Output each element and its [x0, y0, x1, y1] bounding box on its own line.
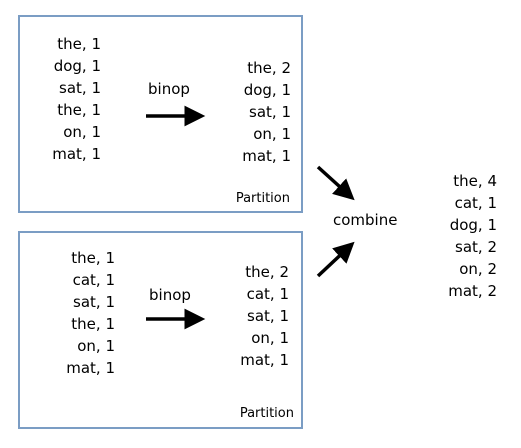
- input-pair: mat, 1: [66, 359, 115, 377]
- binop-label: binop: [148, 80, 190, 98]
- partition-label: Partition: [235, 191, 290, 206]
- partition-2-input: the, 1 cat, 1 sat, 1 the, 1 on, 1 mat, 1: [66, 247, 115, 379]
- input-pair: the, 1: [57, 101, 101, 119]
- partition-1-output: the, 2 dog, 1 sat, 1 on, 1 mat, 1: [242, 57, 291, 167]
- result-pair: on, 2: [459, 260, 497, 278]
- input-pair: sat, 1: [59, 79, 101, 97]
- result-pair: cat, 1: [454, 194, 497, 212]
- input-pair: the, 1: [71, 315, 115, 333]
- output-pair: mat, 1: [242, 147, 291, 165]
- combine-arrow-top: [316, 165, 355, 201]
- input-pair: cat, 1: [72, 271, 115, 289]
- result-pair: mat, 2: [448, 282, 497, 300]
- output-pair: cat, 1: [246, 285, 289, 303]
- output-pair: dog, 1: [243, 81, 291, 99]
- combine-arrow-bottom: [316, 241, 355, 278]
- partition-box-2: the, 1 cat, 1 sat, 1 the, 1 on, 1 mat, 1…: [18, 231, 303, 429]
- input-pair: on, 1: [63, 123, 101, 141]
- input-pair: the, 1: [57, 35, 101, 53]
- input-pair: on, 1: [77, 337, 115, 355]
- output-pair: mat, 1: [240, 351, 289, 369]
- output-pair: sat, 1: [247, 307, 289, 325]
- combine-label: combine: [333, 211, 398, 229]
- combined-result: the, 4 cat, 1 dog, 1 sat, 2 on, 2 mat, 2: [448, 170, 497, 302]
- output-pair: the, 2: [247, 59, 291, 77]
- output-pair: on, 1: [251, 329, 289, 347]
- partition-label: Partition: [239, 406, 294, 421]
- input-pair: mat, 1: [52, 145, 101, 163]
- result-pair: the, 4: [453, 172, 497, 190]
- binop-label: binop: [149, 286, 191, 304]
- partition-box-1: the, 1 dog, 1 sat, 1 the, 1 on, 1 mat, 1…: [18, 15, 303, 213]
- input-pair: sat, 1: [73, 293, 115, 311]
- output-pair: the, 2: [245, 263, 289, 281]
- output-pair: on, 1: [253, 125, 291, 143]
- result-pair: dog, 1: [449, 216, 497, 234]
- input-pair: dog, 1: [53, 57, 101, 75]
- output-pair: sat, 1: [249, 103, 291, 121]
- result-pair: sat, 2: [455, 238, 497, 256]
- input-pair: the, 1: [71, 249, 115, 267]
- partition-1-input: the, 1 dog, 1 sat, 1 the, 1 on, 1 mat, 1: [52, 33, 101, 165]
- partition-2-output: the, 2 cat, 1 sat, 1 on, 1 mat, 1: [240, 261, 289, 371]
